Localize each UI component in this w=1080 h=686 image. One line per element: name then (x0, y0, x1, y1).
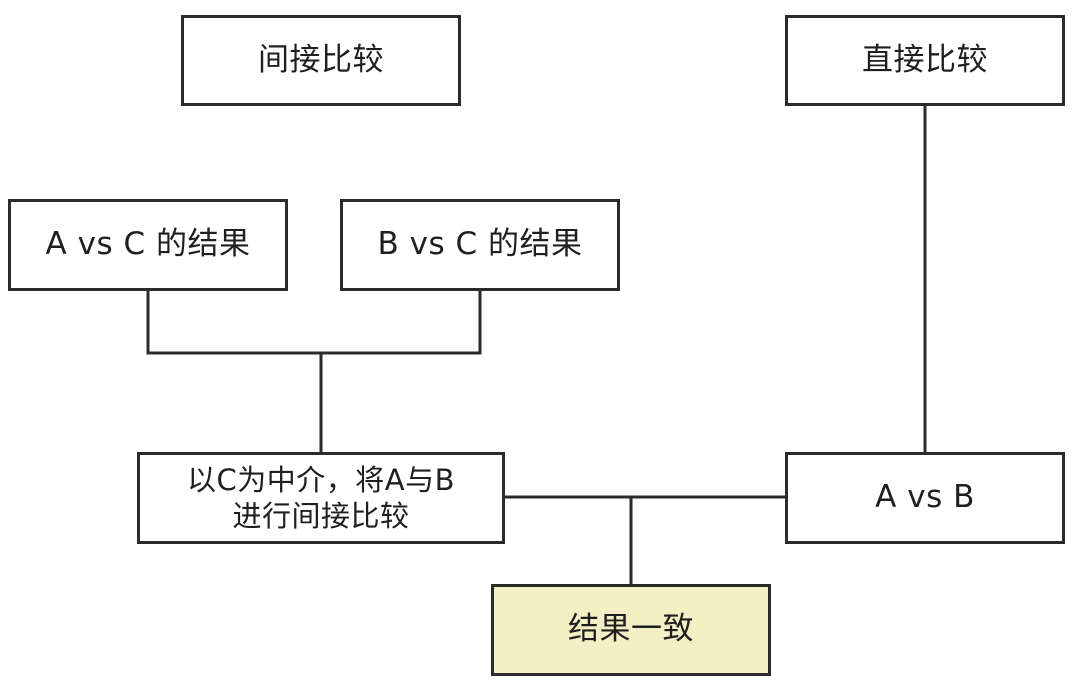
node-mediator-comparison: 以C为中介，将A与B 进行间接比较 (137, 452, 505, 544)
node-direct-comparison: 直接比较 (785, 15, 1065, 106)
node-mediator-line1: 以C为中介，将A与B (187, 462, 455, 497)
node-direct-comparison-label: 直接比较 (862, 41, 988, 78)
node-a-vs-c-result: A vs C 的结果 (8, 199, 288, 291)
node-indirect-comparison-label: 间接比较 (258, 41, 384, 78)
node-consistent-result-label: 结果一致 (568, 611, 694, 648)
node-a-vs-c-result-label: A vs C 的结果 (45, 226, 251, 263)
node-a-vs-b: A vs B (785, 452, 1065, 544)
node-mediator-line2: 进行间接比较 (232, 499, 410, 533)
node-indirect-comparison: 间接比较 (181, 15, 461, 106)
node-a-vs-b-label: A vs B (875, 479, 975, 516)
node-b-vs-c-result-label: B vs C 的结果 (377, 226, 583, 263)
node-b-vs-c-result: B vs C 的结果 (340, 199, 620, 291)
node-consistent-result: 结果一致 (491, 584, 771, 676)
